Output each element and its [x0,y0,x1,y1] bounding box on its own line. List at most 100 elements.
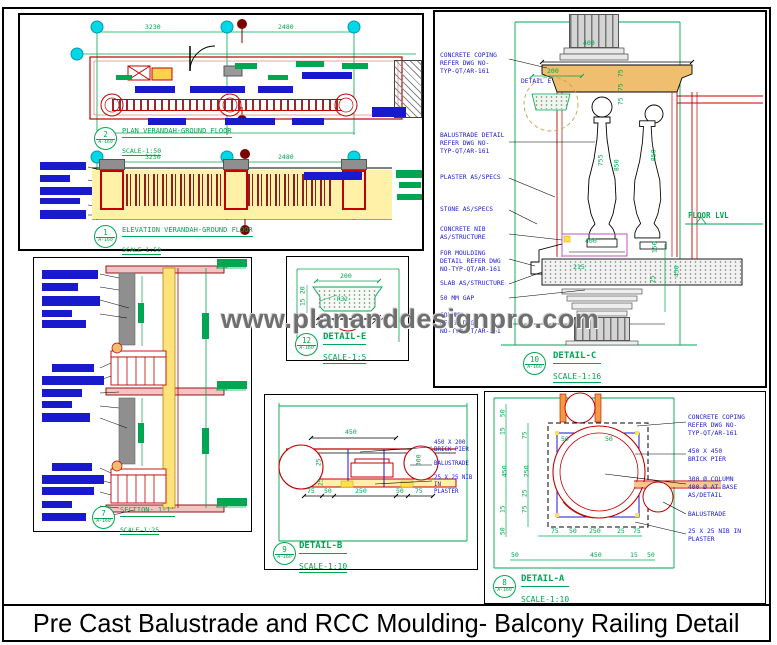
detail-c-scale: SCALE-1:16 [553,371,602,383]
dim: 20 [298,286,307,295]
label-column: COLUMN REFER DWG NO-TYP-QT/AR-161 [440,312,501,335]
dim: 200 [340,272,352,280]
label-detail-e: DETAIL E [521,78,552,85]
dim-bar [138,423,144,443]
label-balustrade: BALUSTRADE [434,461,469,467]
dim: 250 [589,527,601,535]
dim: 50 [324,487,332,495]
dim: 75 [307,487,315,495]
label-bar [42,413,90,422]
label-bar [42,270,98,279]
dim: 850 [612,159,621,172]
dim: 400 [583,39,595,47]
section-title-block: SECTION- 1-1' SCALE-1:25 [120,506,175,536]
label-bar [292,118,324,125]
detail-a-callout: 8 A-160 [493,575,516,598]
slab-stipple [543,260,741,284]
dim: 25 [314,458,323,467]
panel-plan-elevation: 3230 2480 2 A-160 PLAN VERANDAH-GROUND F… [18,13,424,255]
dim: 755 [596,154,605,167]
elevation-title-block: ELEVATION VERANDAH-GROUND FLOOR SCALE-1:… [122,226,253,256]
label-bar [304,172,362,180]
dim: 850 [649,149,658,162]
label-bar [302,72,352,79]
note-bar [397,194,422,200]
dim-bar [202,428,209,454]
label-gap: 50 MM GAP [440,295,475,302]
label-brick-pier: 450 X 200 BRICK PIER [434,440,469,454]
section-scale: SCALE-1:25 [120,525,160,535]
elevation-callout: 1 A-160 [94,225,117,248]
detail-b-title: DETAIL-B [299,541,348,554]
dim: 75 [616,69,625,78]
dim: 250 [355,487,367,495]
detail-e-title-block: DETAIL-E SCALE-1:5 [323,332,367,364]
dim: 75 [415,487,423,495]
dim: 50 [498,527,507,536]
label-bar [42,487,94,495]
note-bar [217,381,247,389]
label-column: 300 Ø COLUMN 400 Ø AT BASE AS/DETAIL [688,476,738,499]
elevation-balusters-left [126,174,222,206]
label-bar [372,107,406,117]
dim-bar [138,303,144,323]
label-plaster: PLASTER AS/SPECS [440,174,501,181]
elevation-title: ELEVATION VERANDAH-GROUND FLOOR [122,226,253,237]
dim-bar [202,313,209,339]
dim: 300 [414,454,423,467]
label-bar [40,175,70,182]
dim: 50 [561,435,569,443]
dim: 25 [617,527,625,535]
detail-c-title-block: DETAIL-C SCALE-1:16 [553,351,602,383]
note-bar [116,75,132,80]
label-nib-plaster: 25 X 25 NIB IN PLASTER [688,528,742,543]
detail-a-linework [493,392,721,569]
label-stone: STONE AS/SPECS [440,206,494,213]
dim: 50 [396,487,404,495]
label-moulding: FOR MOULDING DETAIL REFER DWG NO-TYP-QT/… [440,250,501,273]
elevation-pier [100,170,124,210]
note-bar [235,63,257,69]
dim: 450 [672,265,681,278]
label-bar [42,296,100,306]
plan-balustrade-row [112,99,342,111]
label-bar [148,118,186,125]
detail-e-callout: 12 A-160 [295,333,318,356]
dim: 75 [520,431,529,440]
label-bar [135,86,175,93]
detail-b-title-block: DETAIL-B SCALE-1:10 [299,541,348,573]
detail-a-title: DETAIL-A [521,574,570,587]
note-bar [396,170,422,178]
detail-b-scale: SCALE-1:10 [299,561,348,573]
label-bar [42,513,86,521]
plan-dim: 3230 [145,23,161,31]
label-bar [42,401,72,408]
dim: 450 [345,428,357,436]
dim: 50 [647,551,655,559]
dim: 450 [590,551,602,559]
dim: 75 [551,527,559,535]
note-bar [342,63,368,69]
label-nib-plaster: 25 X 25 NIB IN PLASTER [434,475,473,496]
detail-c-title: DETAIL-C [553,351,602,364]
section-title: SECTION- 1-1' [120,506,175,517]
panel-detail-b: 450 300 25 25 75 50 250 50 75 450 X 200 … [264,394,478,573]
note-bar [268,75,288,80]
label-bar [52,463,92,471]
plan-title: PLAN VERANDAH-GROUND FLOOR [122,127,232,138]
column-flutes-bottom [574,317,630,341]
dim: 450 [500,465,509,478]
pier-cap [223,159,249,170]
label-bar [42,320,86,328]
dim: 200 [547,67,559,75]
dim: 25 [520,489,529,498]
dim: 75 [633,527,641,535]
label-balustrade-detail: BALUSTRADE DETAIL REFER DWG NO- TYP-QT/A… [440,132,505,155]
label-concrete-coping: CONCRETE COPING REFER DWG NO- TYP-QT/AR-… [688,414,745,437]
elevation-dim: 2480 [278,153,294,161]
detail-b-callout: 9 A-160 [273,542,296,565]
label-concrete-nib: CONCRETE NIB AS/STRUCTURE [440,226,486,241]
label-bar [40,198,80,204]
label-slab: SLAB AS/STRUCTURE [440,280,505,287]
